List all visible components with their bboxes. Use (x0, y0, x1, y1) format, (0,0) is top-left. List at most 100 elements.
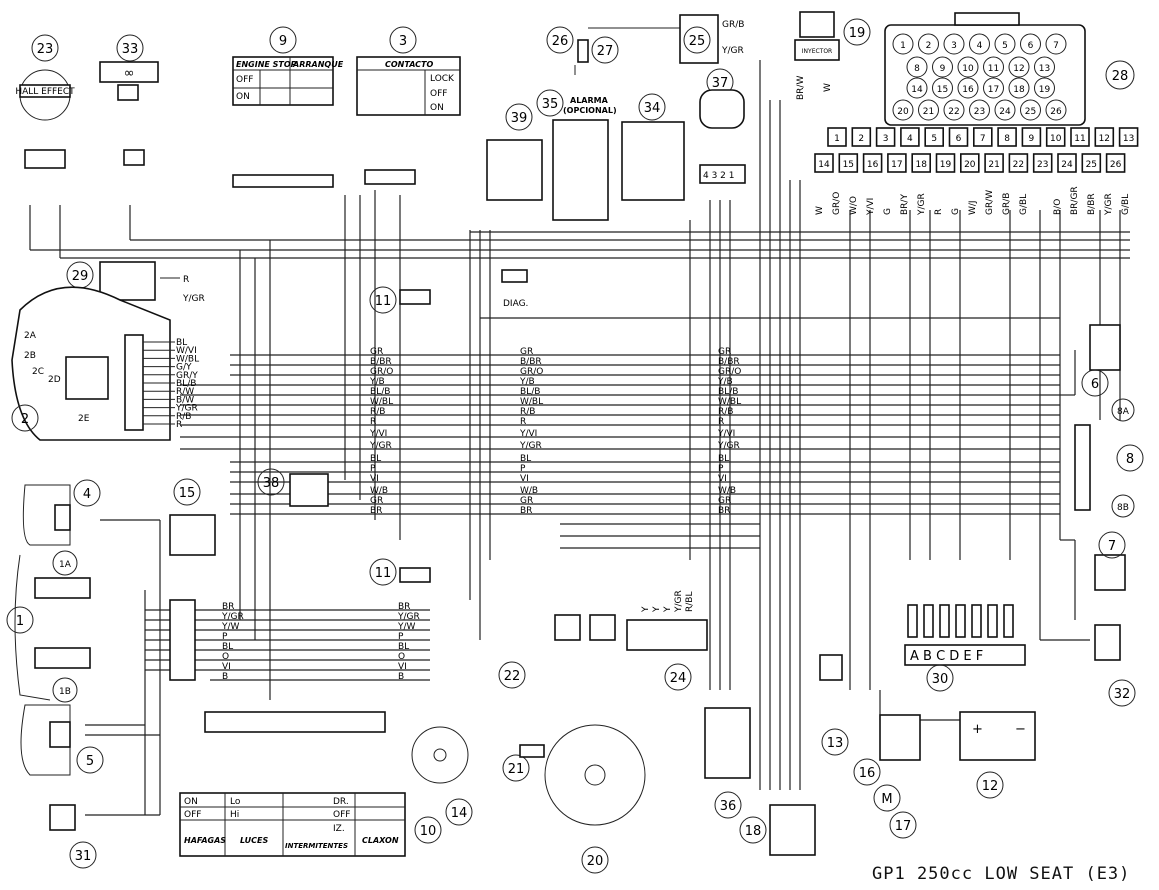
svg-text:BR/W: BR/W (796, 76, 806, 100)
svg-text:38: 38 (263, 476, 280, 491)
svg-text:34: 34 (644, 101, 661, 116)
connector-pin-label: 6 (1028, 41, 1034, 51)
connector-pin (906, 56, 928, 78)
bus-wire-label: B/BR (370, 357, 392, 367)
svg-text:24: 24 (670, 671, 687, 686)
connector-pin (1008, 77, 1030, 99)
bus-wire-label: W/BL (370, 397, 393, 407)
ecu-wire-label: Y/GR (917, 193, 927, 216)
svg-text:8: 8 (1126, 452, 1134, 467)
connector-pin (932, 56, 953, 78)
svg-text:GR/B: GR/B (722, 20, 744, 30)
switch-11-upper: 11 (369, 286, 431, 314)
svg-text:R: R (183, 275, 189, 285)
svg-text:Hi: Hi (230, 810, 239, 820)
handlebar-wire-label: Y/GR (221, 612, 244, 622)
svg-text:2D: 2D (48, 375, 61, 385)
relay-34: 34 (621, 93, 685, 201)
svg-text:5: 5 (86, 754, 94, 769)
connector-pin-label: 19 (1039, 85, 1051, 95)
ecu-wire-label: R (934, 209, 944, 215)
fuse (955, 604, 966, 638)
ecu-pin-box (1118, 127, 1139, 147)
ecu-pin-box (1081, 153, 1102, 173)
connector-pin-label: 10 (962, 64, 974, 74)
handlebar-wire-label: VI (398, 662, 407, 672)
svg-text:DIAG.: DIAG. (503, 299, 528, 309)
svg-text:+: + (972, 722, 983, 737)
svg-text:2A: 2A (24, 331, 37, 341)
bus-wire-label: GR (718, 496, 731, 506)
connector-pin (918, 33, 939, 55)
bus-wire-label: R (370, 417, 376, 427)
svg-text:22: 22 (504, 669, 521, 684)
ecu-pin-label: 10 (1050, 134, 1062, 144)
connector-pin (969, 33, 990, 55)
bus-wire-label: P (370, 464, 376, 474)
svg-text:15: 15 (179, 486, 196, 501)
ecu-pin-box (1032, 153, 1053, 173)
switch-11-lower: 11 (369, 558, 431, 586)
bus-wire-label: BL (370, 454, 381, 464)
instrument-wire-label: BL (176, 338, 187, 348)
handlebar-wire-label: BL (222, 642, 233, 652)
connector-pin (918, 99, 939, 121)
ecu-pin-box (924, 127, 945, 147)
ecu-wire-label: Y/GR (1104, 193, 1114, 216)
svg-text:(OPCIONAL): (OPCIONAL) (563, 106, 617, 115)
relay-16: 16 (853, 714, 921, 786)
instrument-wire-label: BL/B (176, 379, 196, 389)
bus-wire-label: Y/VI (369, 429, 387, 439)
ecu-pin-box (838, 153, 859, 173)
ecu-pin-label: 8 (1004, 134, 1010, 144)
svg-text:3: 3 (399, 34, 407, 49)
ecu-pin-box (959, 153, 980, 173)
connector-pin-label: 25 (1025, 107, 1036, 117)
handlebar-wire-label: P (222, 632, 228, 642)
connector-pin-label: 4 (977, 41, 983, 51)
ecu-pin-label: 18 (915, 160, 927, 170)
svg-text:37: 37 (712, 76, 729, 91)
svg-text:∞: ∞ (124, 66, 135, 81)
ignition-switch: 3 CONTACTO LOCK OFF ON (356, 26, 461, 185)
svg-text:CLAXON: CLAXON (362, 836, 399, 845)
connector-pin-label: 23 (974, 107, 985, 117)
ecu-pin-label: 12 (1099, 134, 1110, 144)
turn-signal-5: 5 (20, 704, 104, 776)
svg-text:9: 9 (279, 34, 287, 49)
instrument-wire-label: GR/Y (176, 371, 198, 381)
bus-wire-label: W/B (718, 486, 736, 496)
svg-text:16: 16 (859, 766, 876, 781)
ecu-pin-box (1094, 127, 1115, 147)
sensor-18: 18 (739, 804, 816, 856)
ecu-pin-label: 2 (858, 134, 864, 144)
ecu-wire-label: Y/VI (866, 198, 876, 216)
svg-text:DR.: DR. (333, 797, 349, 807)
ecu-pin-label: 6 (956, 134, 962, 144)
connector-pin-label: 12 (1013, 64, 1024, 74)
fuse (939, 604, 950, 638)
switch-engine-stop: 9 ENGINE STOP ARRANQUE OFF ON (232, 26, 344, 188)
instrument-wire-label: W/VI (176, 346, 197, 356)
bus-wire-label: Y/GR (717, 441, 740, 451)
svg-text:36: 36 (720, 799, 737, 814)
svg-text:Y/GR: Y/GR (182, 294, 205, 304)
bus-wire-label: Y/B (717, 377, 733, 387)
svg-text:26: 26 (552, 34, 569, 49)
ecu-pin-label: 3 (883, 134, 889, 144)
svg-text:1B: 1B (59, 687, 71, 697)
connector-pin-label: 5 (1002, 41, 1008, 51)
svg-text:29: 29 (72, 269, 89, 284)
connector-pin (943, 33, 965, 55)
handlebar-wire-label: B (222, 672, 228, 682)
bus-wire-label: Y/GR (369, 441, 392, 451)
connector-pin (957, 56, 979, 78)
bus-wire-label: GR/O (370, 367, 393, 377)
svg-text:IZ.: IZ. (333, 824, 345, 834)
bus-wire-label: GR/O (520, 367, 543, 377)
ecu-pin-label: 16 (867, 160, 879, 170)
